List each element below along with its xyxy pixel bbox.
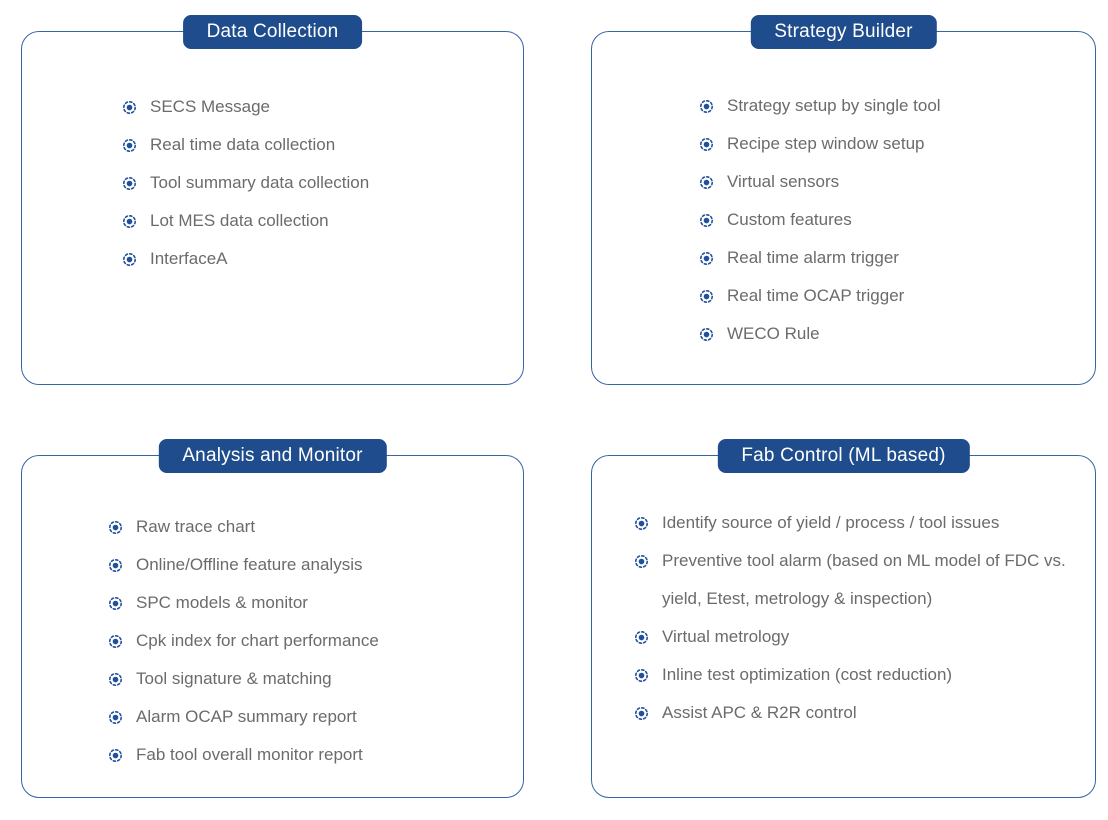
bullet-target-icon (634, 516, 649, 531)
panel-title-badge: Strategy Builder (750, 15, 937, 49)
list-item-label: Identify source of yield / process / too… (662, 513, 1000, 532)
bullet-target-icon (122, 252, 137, 267)
list-item-label: Fab tool overall monitor report (136, 745, 363, 764)
bullet-target-icon (699, 289, 714, 304)
list-item: SECS Message (122, 88, 503, 126)
list-item: Tool signature & matching (108, 660, 503, 698)
bullet-target-icon (108, 558, 123, 573)
feature-list-fab-control: Identify source of yield / process / too… (592, 456, 1095, 732)
list-item-label: Real time data collection (150, 135, 336, 154)
list-item-label: Real time OCAP trigger (727, 286, 905, 305)
list-item-label: Alarm OCAP summary report (136, 707, 357, 726)
list-item: SPC models & monitor (108, 584, 503, 622)
bullet-target-icon (699, 251, 714, 266)
list-item: InterfaceA (122, 240, 503, 278)
list-item-label: Online/Offline feature analysis (136, 555, 363, 574)
feature-list-analysis-and-monitor: Raw trace chart Online/Offline feature a… (22, 456, 523, 774)
list-item-label: Assist APC & R2R control (662, 703, 857, 722)
list-item: Identify source of yield / process / too… (634, 504, 1075, 542)
panel-title-badge: Data Collection (182, 15, 363, 49)
bullet-target-icon (699, 175, 714, 190)
list-item: Strategy setup by single tool (699, 87, 1075, 125)
bullet-target-icon (108, 520, 123, 535)
panel-data-collection: Data Collection SECS Message Real time d… (21, 15, 524, 385)
list-item: Lot MES data collection (122, 202, 503, 240)
list-item: Raw trace chart (108, 508, 503, 546)
list-item: Virtual metrology (634, 618, 1075, 656)
list-item: Preventive tool alarm (based on ML model… (634, 542, 1075, 618)
list-item-label: Tool signature & matching (136, 669, 332, 688)
panel-title-badge: Analysis and Monitor (158, 439, 387, 473)
list-item: Fab tool overall monitor report (108, 736, 503, 774)
list-item: Custom features (699, 201, 1075, 239)
list-item-label: Raw trace chart (136, 517, 256, 536)
list-item-label: SECS Message (150, 97, 270, 116)
bullet-target-icon (122, 100, 137, 115)
bullet-target-icon (108, 634, 123, 649)
list-item: WECO Rule (699, 315, 1075, 353)
bullet-target-icon (108, 672, 123, 687)
list-item: Alarm OCAP summary report (108, 698, 503, 736)
list-item: Virtual sensors (699, 163, 1075, 201)
list-item-label: Strategy setup by single tool (727, 96, 941, 115)
list-item: Online/Offline feature analysis (108, 546, 503, 584)
bullet-target-icon (699, 213, 714, 228)
list-item: Cpk index for chart performance (108, 622, 503, 660)
panel-analysis-and-monitor: Analysis and Monitor Raw trace chart Onl… (21, 439, 524, 798)
list-item: Recipe step window setup (699, 125, 1075, 163)
panel-strategy-builder: Strategy Builder Strategy setup by singl… (591, 15, 1096, 385)
bullet-target-icon (634, 668, 649, 683)
bullet-target-icon (108, 596, 123, 611)
panel-fab-control-ml-based: Fab Control (ML based) Identify source o… (591, 439, 1096, 798)
list-item-label: Cpk index for chart performance (136, 631, 379, 650)
list-item-label: Virtual metrology (662, 627, 790, 646)
list-item-label: InterfaceA (150, 249, 228, 268)
list-item-label: Lot MES data collection (150, 211, 329, 230)
bullet-target-icon (634, 630, 649, 645)
list-item: Real time data collection (122, 126, 503, 164)
list-item: Real time alarm trigger (699, 239, 1075, 277)
bullet-target-icon (699, 327, 714, 342)
bullet-target-icon (108, 710, 123, 725)
list-item: Assist APC & R2R control (634, 694, 1075, 732)
bullet-target-icon (108, 748, 123, 763)
feature-list-strategy-builder: Strategy setup by single tool Recipe ste… (592, 32, 1095, 353)
feature-list-data-collection: SECS Message Real time data collection T… (22, 32, 523, 278)
list-item-label: Recipe step window setup (727, 134, 925, 153)
list-item: Tool summary data collection (122, 164, 503, 202)
bullet-target-icon (122, 214, 137, 229)
list-item-label: WECO Rule (727, 324, 820, 343)
bullet-target-icon (699, 137, 714, 152)
panel-title-badge: Fab Control (ML based) (717, 439, 970, 473)
list-item-label: Custom features (727, 210, 852, 229)
bullet-target-icon (699, 99, 714, 114)
list-item-label: Preventive tool alarm (based on ML model… (662, 551, 1071, 608)
bullet-target-icon (122, 176, 137, 191)
bullet-target-icon (122, 138, 137, 153)
bullet-target-icon (634, 706, 649, 721)
list-item-label: Tool summary data collection (150, 173, 370, 192)
bullet-target-icon (634, 554, 649, 569)
list-item-label: Inline test optimization (cost reduction… (662, 665, 953, 684)
list-item: Real time OCAP trigger (699, 277, 1075, 315)
list-item-label: SPC models & monitor (136, 593, 308, 612)
list-item-label: Real time alarm trigger (727, 248, 899, 267)
list-item-label: Virtual sensors (727, 172, 840, 191)
list-item: Inline test optimization (cost reduction… (634, 656, 1075, 694)
